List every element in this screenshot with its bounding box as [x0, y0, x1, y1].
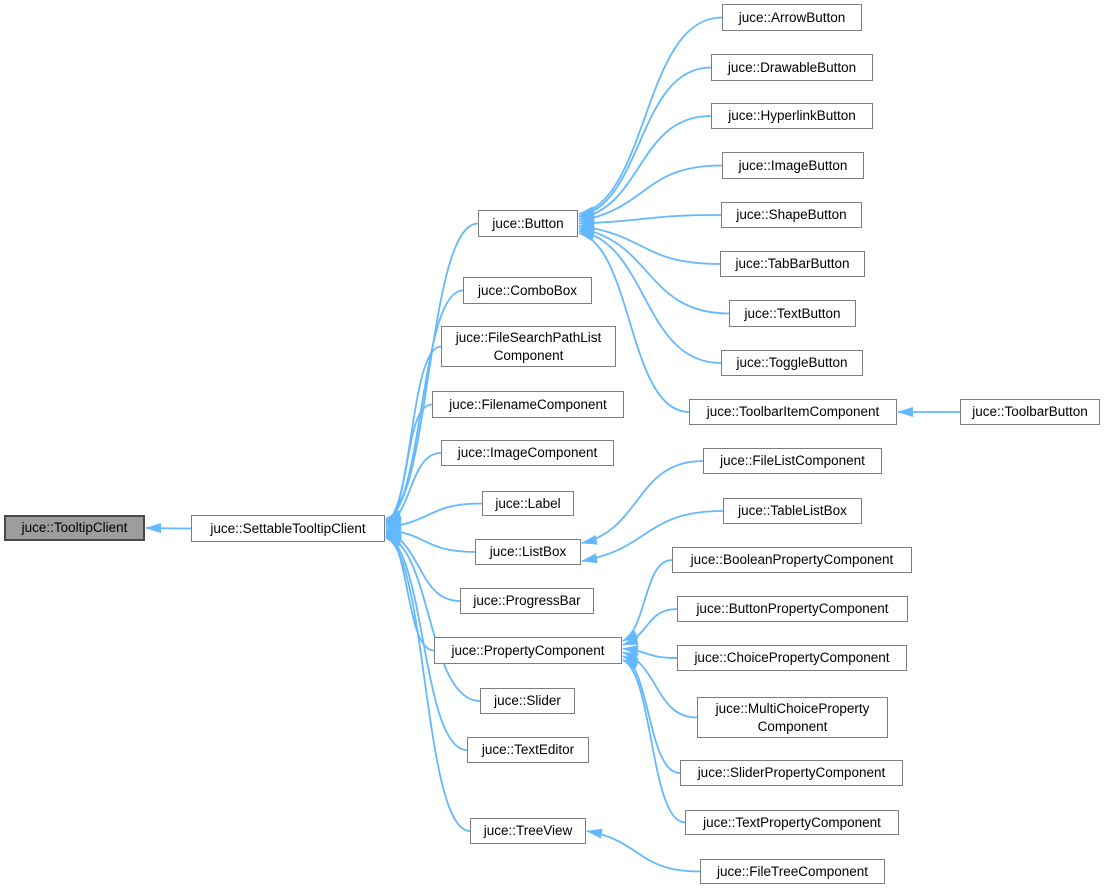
edge-TextPropertyComponent-to-PropertyComponent	[622, 659, 686, 824]
class-node-filelistcomponent[interactable]: juce::FileListComponent	[703, 448, 882, 474]
edge-SettableTooltipClient-to-TooltipClient	[145, 523, 192, 534]
class-node-tabbarbutton[interactable]: juce::TabBarButton	[720, 251, 865, 277]
edge-ButtonPropertyComponent-to-PropertyComponent	[622, 608, 678, 646]
edge-HyperlinkButton-to-Button	[578, 115, 712, 221]
class-node-slider[interactable]: juce::Slider	[480, 688, 575, 714]
edge-ArrowButton-to-Button	[578, 16, 723, 217]
class-node-propertycomponent[interactable]: juce::PropertyComponent	[434, 637, 622, 664]
edge-Button-to-SettableTooltipClient	[385, 222, 479, 520]
edge-TextEditor-to-SettableTooltipClient	[385, 535, 468, 751]
class-node-button[interactable]: juce::Button	[478, 210, 578, 237]
edge-TextButton-to-Button	[578, 225, 730, 315]
edge-SliderPropertyComponent-to-PropertyComponent	[622, 655, 681, 774]
class-node-sliderpropertycomponent[interactable]: juce::SliderPropertyComponent	[680, 760, 903, 786]
edge-ImageComponent-to-SettableTooltipClient	[385, 452, 442, 527]
class-node-settabletooltipclient[interactable]: juce::SettableTooltipClient	[191, 515, 385, 542]
class-node-filesearchpathlistcomponent[interactable]: juce::FileSearchPathList Component	[441, 326, 616, 367]
class-node-shapebutton[interactable]: juce::ShapeButton	[721, 202, 862, 228]
edge-FileSearchPathListComponent-to-SettableTooltipClient	[385, 345, 442, 524]
class-node-drawablebutton[interactable]: juce::DrawableButton	[711, 54, 873, 81]
class-node-arrowbutton[interactable]: juce::ArrowButton	[722, 4, 862, 31]
class-node-multichoicepropertycomponent[interactable]: juce::MultiChoiceProperty Component	[697, 697, 888, 738]
class-node-texteditor[interactable]: juce::TextEditor	[467, 737, 589, 763]
class-node-textbutton[interactable]: juce::TextButton	[729, 300, 856, 327]
edge-ImageButton-to-Button	[578, 164, 723, 224]
class-node-imagebutton[interactable]: juce::ImageButton	[722, 152, 864, 179]
class-node-listbox[interactable]: juce::ListBox	[475, 539, 581, 565]
edge-ShapeButton-to-Button	[578, 214, 722, 229]
edge-FileTreeComponent-to-TreeView	[586, 828, 701, 873]
edge-ComboBox-to-SettableTooltipClient	[385, 289, 464, 522]
class-node-hyperlinkbutton[interactable]: juce::HyperlinkButton	[711, 103, 873, 129]
edge-ChoicePropertyComponent-to-PropertyComponent	[622, 644, 678, 659]
edge-BooleanPropertyComponent-to-PropertyComponent	[622, 559, 673, 642]
class-node-buttonpropertycomponent[interactable]: juce::ButtonPropertyComponent	[677, 596, 908, 622]
class-node-booleanpropertycomponent[interactable]: juce::BooleanPropertyComponent	[672, 547, 912, 573]
class-node-label[interactable]: juce::Label	[482, 491, 574, 516]
edge-FileListComponent-to-ListBox	[581, 460, 704, 545]
class-node-filetreecomponent[interactable]: juce::FileTreeComponent	[700, 859, 885, 884]
class-node-tooltipclient: juce::TooltipClient	[4, 515, 145, 541]
class-node-toolbaritemcomponent[interactable]: juce::ToolbarItemComponent	[689, 399, 897, 425]
class-node-filenamecomponent[interactable]: juce::FilenameComponent	[432, 391, 624, 418]
class-node-treeview[interactable]: juce::TreeView	[470, 818, 586, 844]
edge-TabBarButton-to-Button	[578, 222, 721, 265]
class-node-choicepropertycomponent[interactable]: juce::ChoicePropertyComponent	[677, 645, 907, 671]
edge-ToolbarItemComponent-to-Button	[578, 231, 690, 413]
class-node-tablelistbox[interactable]: juce::TableListBox	[723, 498, 862, 524]
class-node-progressbar[interactable]: juce::ProgressBar	[460, 588, 594, 614]
edge-DrawableButton-to-Button	[578, 66, 712, 219]
edge-FilenameComponent-to-SettableTooltipClient	[385, 403, 433, 525]
edge-Label-to-SettableTooltipClient	[385, 502, 483, 531]
edge-TreeView-to-SettableTooltipClient	[385, 537, 471, 832]
class-node-togglebutton[interactable]: juce::ToggleButton	[721, 350, 863, 376]
edge-TableListBox-to-ListBox	[581, 510, 724, 564]
class-node-textpropertycomponent[interactable]: juce::TextPropertyComponent	[685, 810, 899, 835]
class-node-combobox[interactable]: juce::ComboBox	[463, 277, 592, 304]
class-node-imagecomponent[interactable]: juce::ImageComponent	[441, 440, 614, 466]
class-node-toolbarbutton[interactable]: juce::ToolbarButton	[960, 399, 1100, 425]
edge-ToggleButton-to-Button	[578, 228, 722, 364]
